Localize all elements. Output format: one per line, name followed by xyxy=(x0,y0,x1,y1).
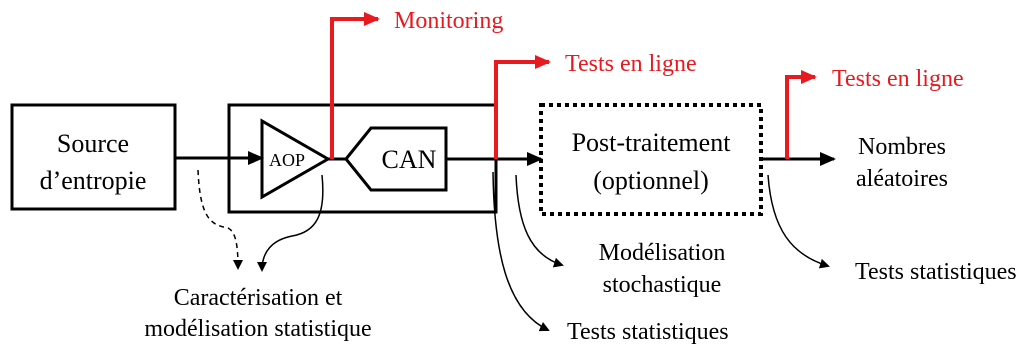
online-tests-label-1: Tests en ligne xyxy=(565,51,697,77)
amplifier-triangle xyxy=(260,118,332,200)
stat-tests-label-1: Tests statistiques xyxy=(567,319,729,345)
adc-label: CAN xyxy=(382,145,437,174)
online-tests-tap-2 xyxy=(785,70,817,159)
stat-tests-arrow-2 xyxy=(767,174,830,269)
monitoring-label: Monitoring xyxy=(394,8,503,34)
stochastic-model-label-line1: Modélisation xyxy=(599,240,726,266)
output-label-line1: Nombres xyxy=(858,134,946,160)
characterisation-arrow-dashed xyxy=(197,169,243,270)
monitoring-tap xyxy=(330,12,380,159)
stochastic-model-arrow xyxy=(515,174,564,268)
online-tests-label-2: Tests en ligne xyxy=(832,66,964,92)
characterisation-arrow-solid xyxy=(257,174,324,272)
amplifier-label: AOP xyxy=(269,150,305,170)
source-label-line2: d’entropie xyxy=(40,166,147,195)
online-tests-tap-1 xyxy=(494,55,551,159)
post-label-line2: (optionnel) xyxy=(593,166,709,195)
characterisation-label-line1: Caractérisation et xyxy=(174,285,343,311)
characterisation-label-line2: modélisation statistique xyxy=(144,316,371,342)
stat-tests-arrow-1 xyxy=(492,171,550,332)
post-processing-block xyxy=(539,103,763,216)
output-label-line2: aléatoires xyxy=(856,166,948,192)
post-label-line1: Post-traitement xyxy=(572,128,732,157)
stat-tests-label-2: Tests statistiques xyxy=(855,259,1017,285)
source-label-line1: Source xyxy=(57,129,129,158)
stochastic-model-label-line2: stochastique xyxy=(603,272,722,298)
